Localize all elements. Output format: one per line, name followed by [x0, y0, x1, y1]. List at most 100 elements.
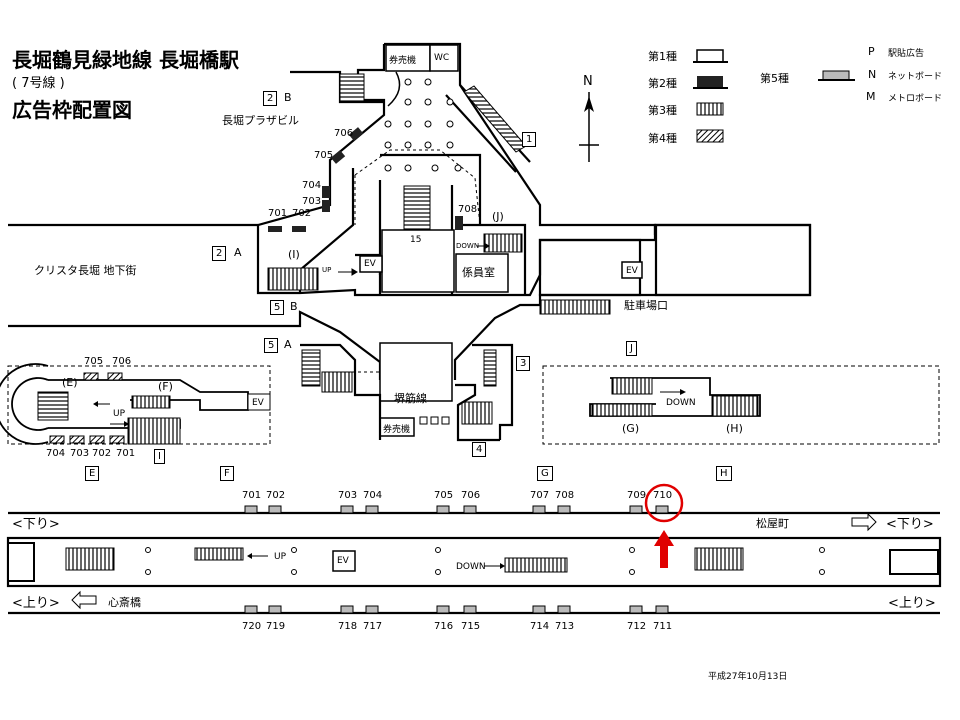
platform-ad-label-712: 712 [627, 621, 647, 632]
legend-n-code: N [868, 68, 877, 81]
shinsaibashi-label: 心斎橋 [108, 596, 141, 609]
platform-ad-panels [244, 505, 669, 614]
inset-j-down: DOWN [666, 398, 696, 408]
ad-label-703: 703 [302, 196, 322, 207]
platform-ad-label-705: 705 [434, 490, 454, 501]
platform-ad-label-704: 704 [363, 490, 383, 501]
north-label: N [583, 74, 593, 89]
legend-p-label: 駅貼広告 [888, 49, 925, 59]
platform [6, 511, 942, 615]
platform-ad-label-707: 707 [530, 490, 550, 501]
page-title-route: ( 7号線 ) [12, 76, 65, 91]
platform-ad-714 [532, 605, 546, 614]
inset-i-ev: EV [252, 398, 264, 408]
inset-i-ad-704: 704 [46, 448, 66, 459]
exit-5b-number: 5 [270, 300, 285, 315]
legend-type5: 第5種 [760, 72, 789, 85]
page-title-chart: 広告枠配置図 [12, 98, 132, 122]
page-title-line: 長堀鶴見緑地線 長堀橋駅 [12, 48, 239, 72]
down-concourse: DOWN [456, 242, 480, 250]
staff-room-label: 係員室 [462, 266, 495, 279]
platform-ad-704 [365, 505, 379, 514]
platform-ad-716 [436, 605, 450, 614]
platform-ad-label-719: 719 [266, 621, 286, 632]
highlight-marker [644, 483, 684, 568]
platform-ad-712 [629, 605, 643, 614]
legend-type1: 第1種 [648, 50, 677, 63]
ad-label-701: 701 [268, 208, 288, 219]
concourse-arrows [338, 242, 490, 276]
inset-i-zone-f: (F) [158, 380, 173, 393]
platform-zone-g: G [537, 466, 553, 481]
inset-i-ad-705: 705 [84, 356, 104, 367]
label-15: 15 [410, 235, 422, 245]
platform-ad-label-711: 711 [653, 621, 673, 632]
platform-ad-720 [244, 605, 258, 614]
nobori-right: <上り> [888, 596, 936, 611]
date-label: 平成27年10月13日 [708, 672, 788, 682]
up-concourse: UP [322, 266, 332, 274]
exit-2b-number: 2 [263, 91, 278, 106]
platform-ad-703 [340, 505, 354, 514]
underground-mall: クリスタ長堀 地下街 [34, 264, 137, 277]
platform-ad-label-702: 702 [266, 490, 286, 501]
platform-ad-label-720: 720 [242, 621, 262, 632]
platform-ev: EV [337, 556, 349, 566]
platform-ad-715 [463, 605, 477, 614]
inset-i-ad-702: 702 [92, 448, 112, 459]
platform-ad-label-716: 716 [434, 621, 454, 632]
kudari-right: <下り> [886, 517, 934, 532]
exit-2a-number: 2 [212, 246, 227, 261]
exit-3-4-walls [300, 343, 514, 442]
platform-ad-713 [557, 605, 571, 614]
platform-ad-label-703: 703 [338, 490, 358, 501]
inset-j-zone-g: (G) [622, 422, 640, 435]
wc-label: WC [434, 53, 450, 63]
exit-2b-suffix: B [284, 91, 292, 104]
ad-label-702: 702 [292, 208, 312, 219]
legend-m-code: M [866, 90, 876, 103]
platform-ad-709 [629, 505, 643, 514]
exit-2b-place: 長堀プラザビル [222, 114, 299, 127]
inset-i-zone-e: (E) [62, 376, 78, 389]
ad-label-706: 706 [334, 128, 354, 139]
north-arrow [579, 92, 599, 162]
legend-n-label: ネットボード [888, 72, 943, 82]
platform-ad-label-714: 714 [530, 621, 550, 632]
inset-i-ad-703: 703 [70, 448, 90, 459]
inset-j-zone-h: (H) [726, 422, 743, 435]
concourse-type2-ads [268, 127, 463, 232]
inset-i-key: I [154, 449, 165, 464]
exit-3-number: 3 [516, 356, 531, 371]
inset-i-ad-701: 701 [116, 448, 136, 459]
sakaisuji-line-label: 堺筋線 [394, 392, 427, 405]
platform-zone-f: F [220, 466, 234, 481]
pillars [384, 78, 462, 172]
parking-exit-label: 駐車場口 [624, 299, 668, 312]
platform-ad-label-706: 706 [461, 490, 481, 501]
platform-ad-label-718: 718 [338, 621, 358, 632]
concourse-rooms [359, 44, 643, 437]
platform-ad-label-709: 709 [627, 490, 647, 501]
platform-ad-705 [436, 505, 450, 514]
legend-type3: 第3種 [648, 104, 677, 117]
platform-ad-706 [463, 505, 477, 514]
exit-1-number: 1 [522, 132, 537, 147]
platform-ad-701 [244, 505, 258, 514]
inset-i [0, 363, 271, 445]
platform-ad-707 [532, 505, 546, 514]
exit-5a-suffix: A [284, 338, 292, 351]
legend-type2: 第2種 [648, 77, 677, 90]
ad-label-705: 705 [314, 150, 334, 161]
ticket-machine-top: 券売機 [389, 56, 417, 66]
kudari-left: <下り> [12, 517, 60, 532]
platform-ad-710 [655, 505, 669, 514]
zone-i-label: (I) [288, 248, 300, 261]
exit-2a-suffix: A [234, 246, 242, 259]
platform-up: UP [274, 552, 287, 562]
platform-ad-label-708: 708 [555, 490, 575, 501]
platform-zone-e: E [85, 466, 100, 481]
inset-i-ad-706: 706 [112, 356, 132, 367]
platform-zone-h: H [716, 466, 732, 481]
ticket-machine-bottom: 券売機 [383, 425, 411, 435]
